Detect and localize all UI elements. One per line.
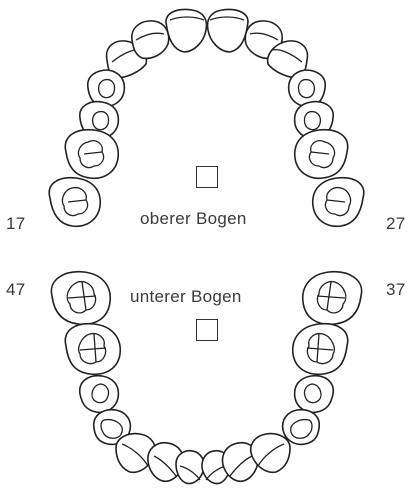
tooth-upper-right-central[interactable] [206, 8, 249, 53]
tooth-lower-left-molar-2[interactable] [50, 271, 111, 326]
lower-arch-label: unterer Bogen [130, 287, 242, 306]
upper-right-tooth-number: 27 [386, 214, 406, 233]
upper-left-tooth-number: 17 [6, 214, 26, 233]
tooth-lower-right-molar-1[interactable] [292, 322, 349, 376]
lower-arch-checkbox[interactable] [196, 319, 218, 341]
tooth-lower-left-molar-1[interactable] [64, 322, 121, 376]
tooth-upper-left-central[interactable] [165, 8, 208, 53]
tooth-upper-left-molar-2[interactable] [48, 176, 101, 228]
upper-arch-checkbox[interactable] [196, 166, 218, 188]
lower-left-tooth-number: 47 [6, 280, 26, 299]
upper-arch [48, 8, 365, 228]
lower-right-tooth-number: 37 [386, 280, 406, 299]
tooth-upper-right-molar-2[interactable] [312, 176, 365, 228]
tooth-upper-left-lateral[interactable] [131, 20, 170, 60]
tooth-lower-right-premolar-1[interactable] [281, 408, 321, 446]
tooth-lower-right-premolar-2[interactable] [293, 374, 335, 414]
tooth-upper-left-premolar-1[interactable] [86, 69, 126, 108]
tooth-lower-left-premolar-1[interactable] [92, 408, 132, 446]
tooth-lower-right-molar-2[interactable] [302, 271, 363, 326]
tooth-upper-right-molar-1[interactable] [294, 128, 349, 180]
tooth-upper-right-canine[interactable] [266, 40, 309, 79]
tooth-upper-right-premolar-1[interactable] [287, 69, 327, 108]
upper-arch-label: oberer Bogen [140, 209, 247, 228]
tooth-upper-left-molar-1[interactable] [64, 128, 119, 180]
tooth-lower-left-premolar-2[interactable] [78, 374, 120, 414]
tooth-lower-left-central[interactable] [175, 449, 205, 485]
lower-arch [50, 271, 363, 485]
tooth-lower-right-canine[interactable] [250, 432, 291, 474]
